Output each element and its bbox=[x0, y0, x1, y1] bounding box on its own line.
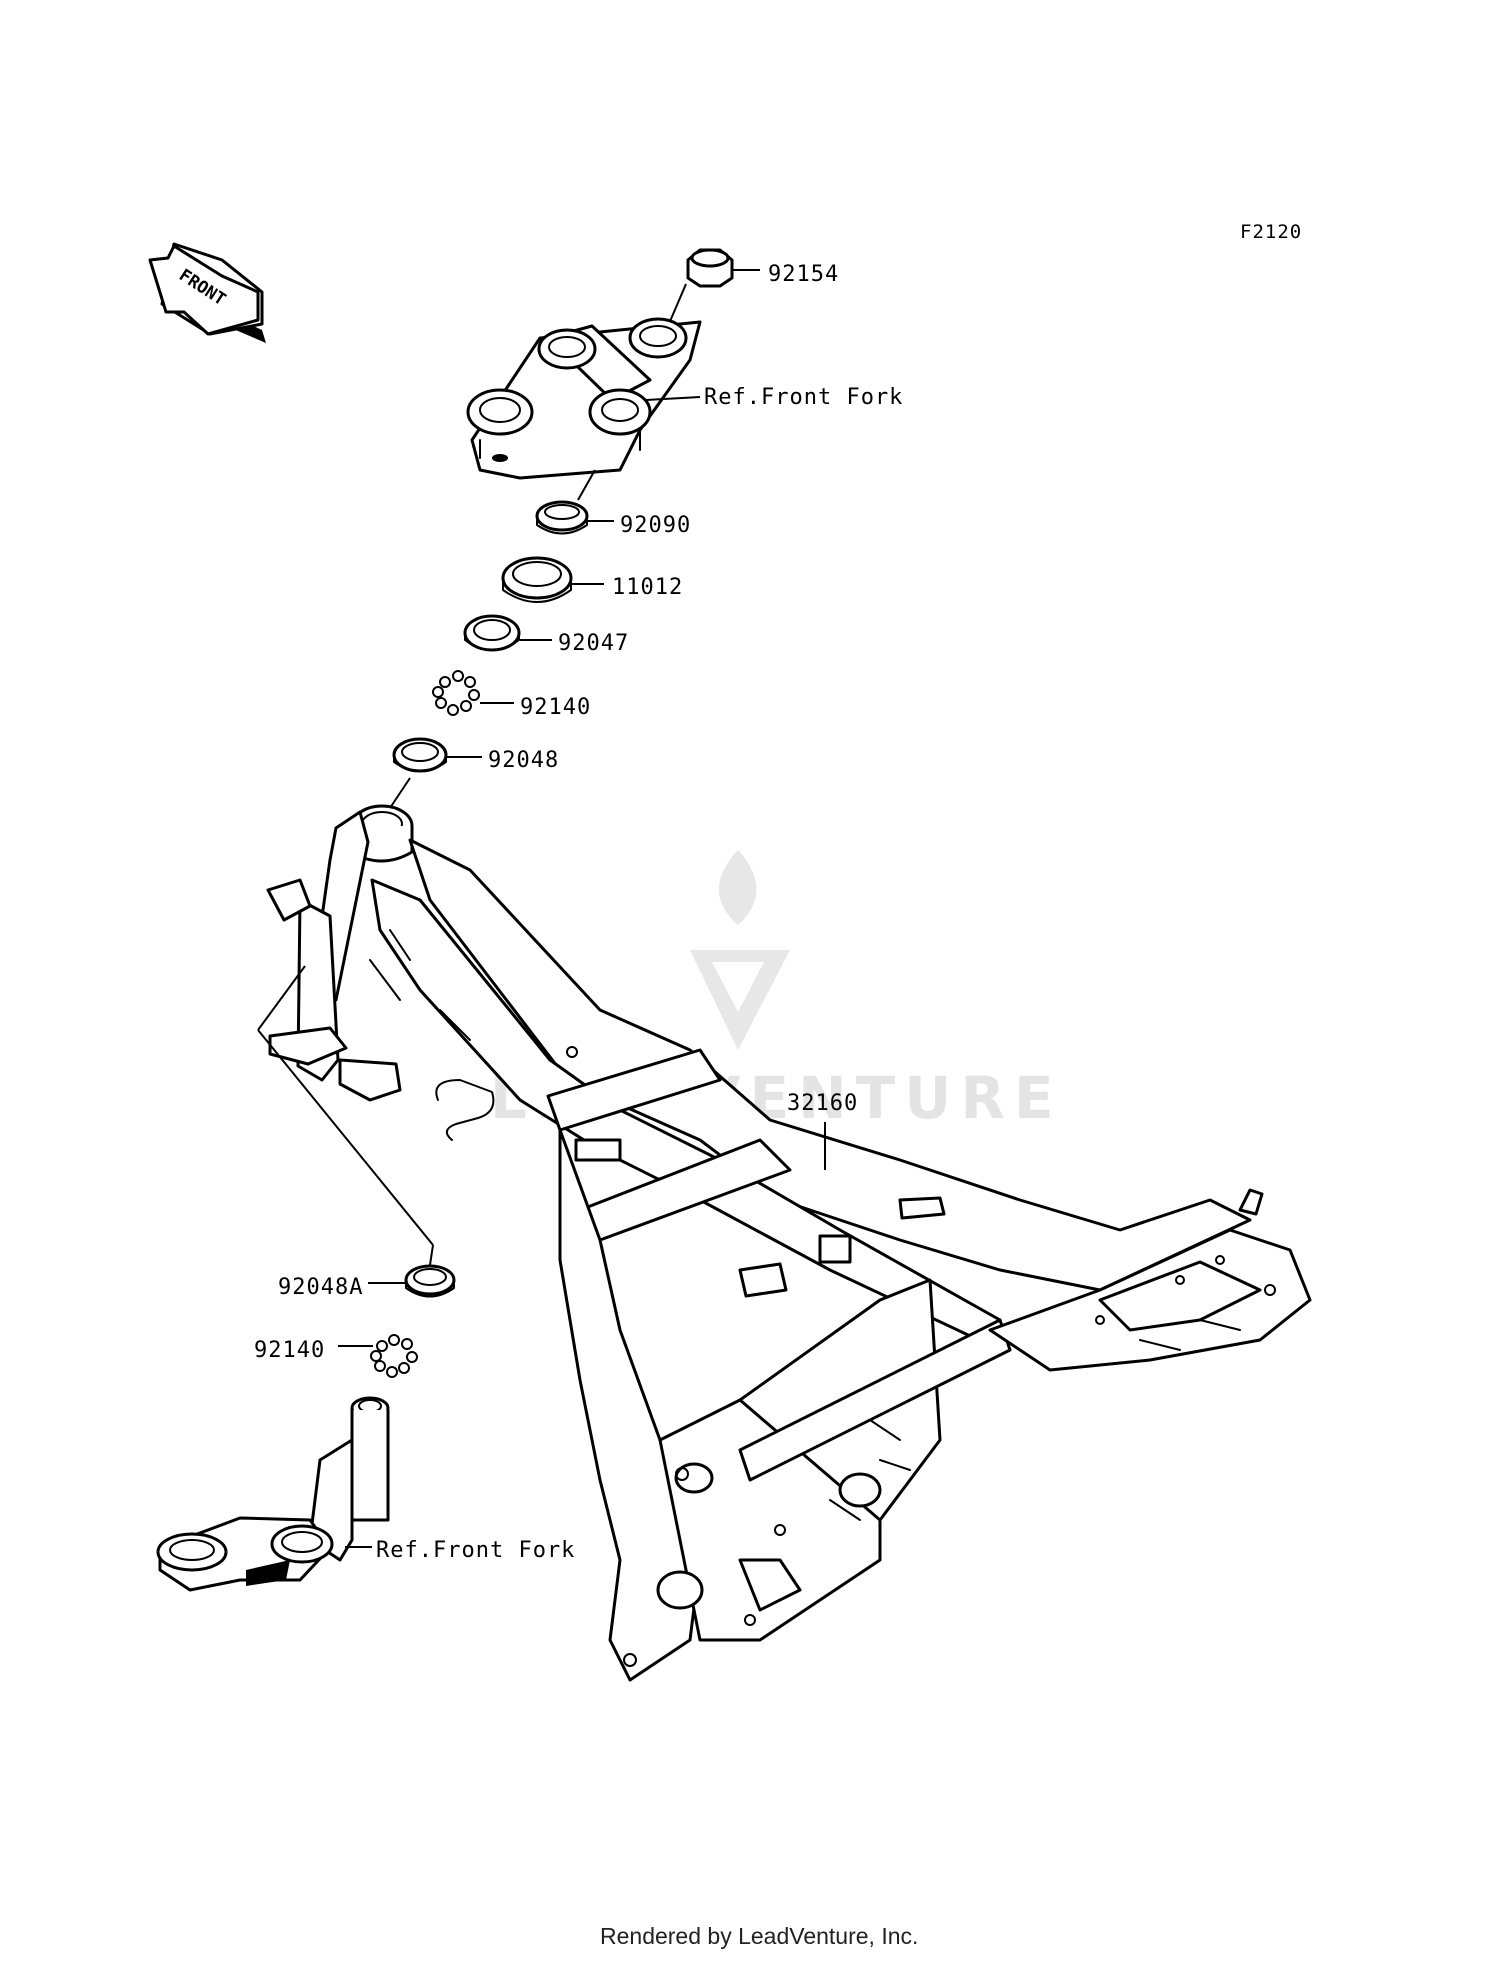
callout-upper-outer-race: 92048 bbox=[488, 748, 559, 773]
upper-outer-race-part bbox=[392, 737, 448, 773]
lower-ball-bearings-part bbox=[370, 1334, 418, 1378]
diagram-code: F2120 bbox=[1240, 221, 1302, 243]
lower-race-part bbox=[404, 1264, 456, 1298]
callout-frame: 32160 bbox=[787, 1091, 858, 1116]
callout-bushing: 92090 bbox=[620, 513, 691, 538]
watermark-logo bbox=[690, 850, 790, 1050]
callout-nut: 92154 bbox=[768, 262, 839, 287]
callout-lower-bracket-ref: Ref.Front Fork bbox=[376, 1538, 575, 1563]
frame-part bbox=[266, 804, 1312, 1682]
footer-text: Rendered by LeadVenture, Inc. bbox=[600, 1923, 918, 1949]
upper-bracket-part bbox=[466, 317, 702, 480]
callout-upper-bracket-ref: Ref.Front Fork bbox=[704, 385, 903, 410]
front-arrow-icon: FRONT bbox=[148, 242, 266, 343]
upper-ball-bearings-part bbox=[432, 670, 480, 716]
nut-part bbox=[686, 248, 734, 288]
callout-upper-race: 92047 bbox=[558, 631, 629, 656]
bushing-part bbox=[535, 500, 589, 535]
dust-seal-part bbox=[501, 556, 573, 603]
lower-bracket-part bbox=[156, 1396, 390, 1592]
callout-upper-balls: 92140 bbox=[520, 695, 591, 720]
upper-race-part bbox=[463, 614, 521, 652]
callout-lower-race: 92048A bbox=[278, 1275, 363, 1300]
callout-lower-balls: 92140 bbox=[254, 1338, 325, 1363]
callout-dust-seal: 11012 bbox=[612, 575, 683, 600]
